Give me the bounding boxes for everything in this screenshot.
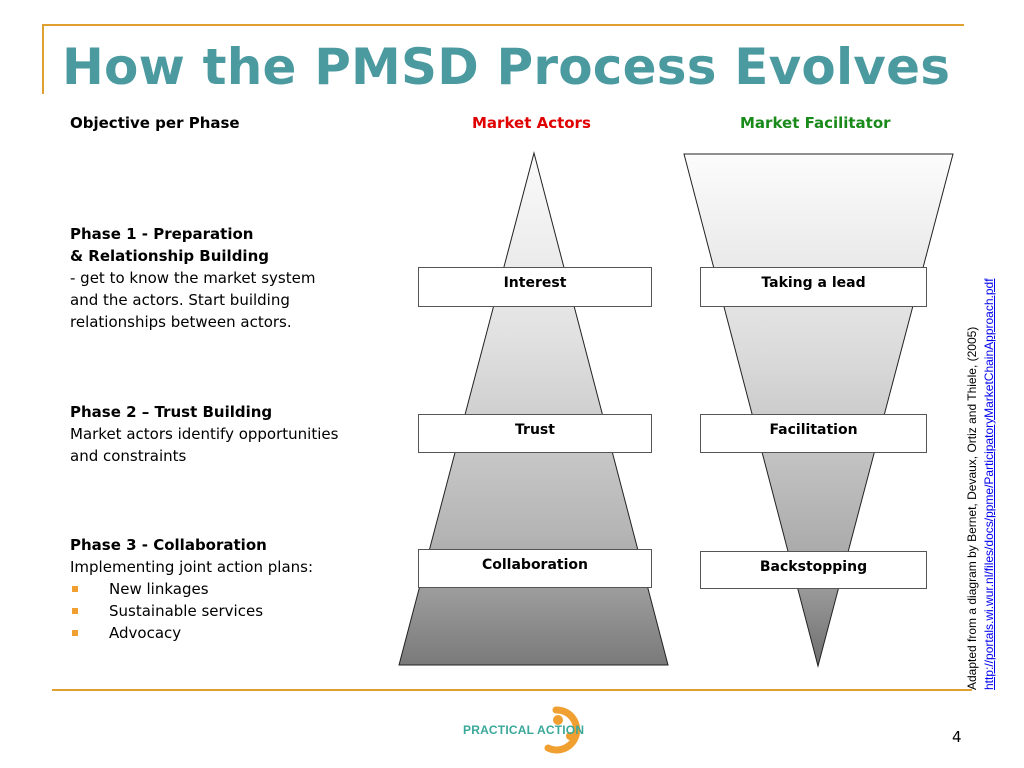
phase-1-desc-line2: and the actors. Start building <box>70 291 290 309</box>
market-facilitator-funnel <box>683 153 954 668</box>
phase-3-title: Phase 3 - Collaboration <box>70 536 267 554</box>
footer-rule <box>52 689 972 691</box>
practical-action-logo-icon <box>544 706 581 754</box>
logo-text: PRACTICAL ACTION <box>463 723 585 737</box>
facilitator-level-backstopping: Backstopping <box>700 551 927 589</box>
square-bullet-icon <box>72 586 78 592</box>
phase-2-desc-line2: and constraints <box>70 447 187 465</box>
actor-level-interest: Interest <box>418 267 652 307</box>
phase-2-desc-line1: Market actors identify opportunities <box>70 425 339 443</box>
list-item: New linkages <box>70 578 390 600</box>
bullet-text: Advocacy <box>109 624 182 642</box>
phase-1-text: Phase 1 - Preparation & Relationship Bui… <box>70 223 390 333</box>
phase-1-desc-line3: relationships between actors. <box>70 313 292 331</box>
header-market-actors: Market Actors <box>472 114 591 132</box>
header-objective-per-phase: Objective per Phase <box>70 114 240 132</box>
bullet-text: New linkages <box>109 580 209 598</box>
header-market-facilitator: Market Facilitator <box>740 114 891 132</box>
facilitator-level-taking-a-lead: Taking a lead <box>700 267 927 307</box>
phase-3-bullet-list: New linkages Sustainable services Advoca… <box>70 578 390 644</box>
phase-1-title-line1: Phase 1 - Preparation <box>70 225 254 243</box>
phase-1-title-line2: & Relationship Building <box>70 247 269 265</box>
square-bullet-icon <box>72 630 78 636</box>
square-bullet-icon <box>72 608 78 614</box>
list-item: Sustainable services <box>70 600 390 622</box>
page-number: 4 <box>952 728 962 746</box>
market-actors-pyramid <box>398 151 669 666</box>
citation-text: Adapted from a diagram by Bernet, Devaux… <box>965 326 979 690</box>
actor-level-trust: Trust <box>418 414 652 453</box>
facilitator-level-facilitation: Facilitation <box>700 414 927 453</box>
phase-3-desc: Implementing joint action plans: <box>70 558 314 576</box>
phase-2-title: Phase 2 – Trust Building <box>70 403 273 421</box>
bullet-text: Sustainable services <box>109 602 264 620</box>
header-left-rule <box>42 24 44 94</box>
actor-level-collaboration: Collaboration <box>418 549 652 588</box>
phase-1-desc-line1: - get to know the market system <box>70 269 316 287</box>
citation-link[interactable]: http://portals.wi.wur.nl/files/docs/ppme… <box>982 278 996 690</box>
phase-3-text: Phase 3 - Collaboration Implementing joi… <box>70 534 390 644</box>
slide-title: How the PMSD Process Evolves <box>62 38 951 96</box>
phase-2-text: Phase 2 – Trust Building Market actors i… <box>70 401 390 467</box>
list-item: Advocacy <box>70 622 390 644</box>
header-top-rule <box>42 24 964 26</box>
citation: Adapted from a diagram by Bernet, Devaux… <box>964 230 998 690</box>
